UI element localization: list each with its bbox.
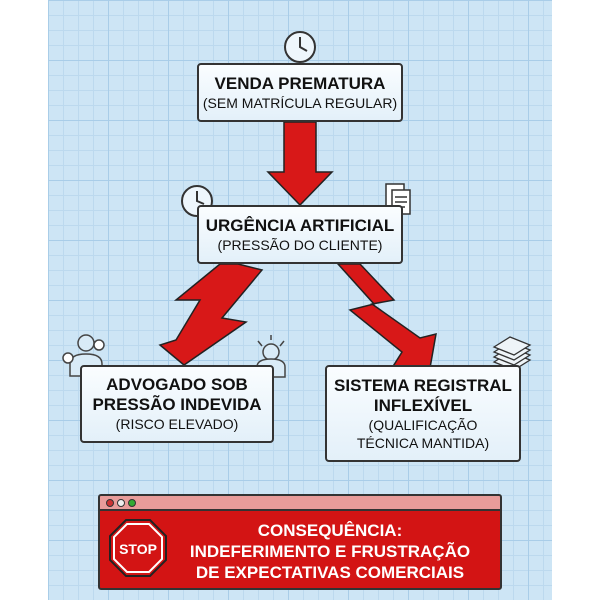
box-subtitle-line2: TÉCNICA MANTIDA) [356, 434, 490, 451]
box-urgencia-artificial: URGÊNCIA ARTIFICIAL (PRESSÃO DO CLIENTE) [197, 205, 403, 264]
stop-sign-icon: STOP [109, 519, 167, 577]
box-subtitle: (PRESSÃO DO CLIENTE) [217, 236, 383, 253]
box-title: URGÊNCIA ARTIFICIAL [205, 215, 395, 235]
arrow-zigzag-right [336, 263, 437, 369]
close-dot-icon [106, 498, 114, 507]
arrow-down [266, 121, 334, 207]
box-sistema-registral: SISTEMA REGISTRAL INFLEXÍVEL (QUALIFICAÇ… [325, 365, 521, 462]
minimize-dot-icon [117, 498, 125, 507]
stop-label: STOP [119, 541, 157, 557]
paper-stack-icon [492, 336, 532, 371]
box-title-line1: SISTEMA REGISTRAL [334, 375, 512, 395]
consequence-line2: INDEFERIMENTO E FRUSTRAÇÃO [189, 542, 471, 561]
consequence-banner: STOP CONSEQUÊNCIA: INDEFERIMENTO E FRUST… [98, 494, 502, 590]
box-title-line2: PRESSÃO INDEVIDA [92, 395, 262, 414]
box-title-line2: INFLEXÍVEL [373, 395, 473, 415]
box-advogado: ADVOGADO SOB PRESSÃO INDEVIDA (RISCO ELE… [80, 365, 274, 443]
box-subtitle: (RISCO ELEVADO) [115, 416, 239, 432]
box-subtitle-line1: (QUALIFICAÇÃO [368, 416, 478, 433]
box-venda-prematura: VENDA PREMATURA (SEM MATRÍCULA REGULAR) [197, 63, 403, 122]
box-subtitle: (SEM MATRÍCULA REGULAR) [202, 94, 398, 111]
box-title-line1: ADVOGADO SOB [106, 375, 248, 394]
window-titlebar [100, 496, 500, 511]
consequence-line3: DE EXPECTATIVAS COMERCIAIS [195, 563, 465, 582]
maximize-dot-icon [128, 498, 136, 507]
box-title: VENDA PREMATURA [214, 73, 386, 93]
arrow-zigzag-left [158, 263, 264, 366]
consequence-line1: CONSEQUÊNCIA: [257, 521, 403, 540]
clock-icon [284, 31, 316, 63]
